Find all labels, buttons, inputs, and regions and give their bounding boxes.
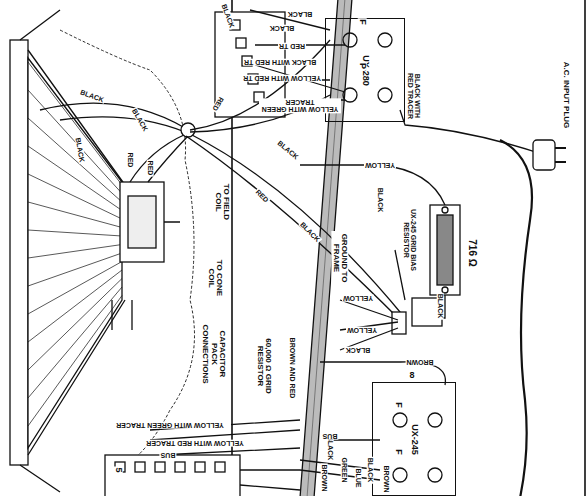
terminal-lug: [195, 462, 205, 472]
wire-label: BROWN AND RED: [288, 337, 295, 400]
cone-line: [28, 146, 122, 211]
wire-label: BROWN: [405, 358, 434, 365]
cone-line: [28, 202, 122, 228]
cone-line: [28, 287, 122, 398]
cone-line: [28, 230, 122, 236]
terminal-lug: [175, 462, 185, 472]
pin-label: F: [393, 448, 402, 456]
wire-label: BLACK: [269, 24, 296, 31]
wire-label: BLACK WITH RED TRACER: [407, 72, 422, 120]
wire-label: GROUND TO FRAME: [332, 231, 349, 285]
wire-label: BUS: [160, 451, 177, 458]
wire-label: RED: [146, 160, 153, 177]
tube-type: UX-245: [409, 423, 418, 456]
wire-label: CAPACITOR PACK CONNECTIONS: [200, 321, 225, 387]
wire-label: YELLOW WITH GREEN TRACER: [109, 421, 231, 428]
wire-label: 716 Ω: [467, 238, 478, 267]
wire-label: BROWN: [320, 463, 327, 492]
wire-label: BLACK: [436, 293, 443, 320]
cone-line: [28, 279, 122, 371]
wire-label: BLACK: [298, 220, 322, 244]
pin-label: 8: [408, 371, 415, 380]
pin-label: F: [393, 401, 402, 409]
wire-label: YELLOW WITH GREEN TRACER: [259, 99, 341, 114]
pin-label: P: [357, 62, 366, 70]
wire-label: UX-245 GRID BIAS RESISTOR: [403, 208, 418, 272]
wire-label: YELLOW: [364, 161, 396, 168]
pin-label: F: [357, 18, 366, 26]
wire-label: RED: [126, 152, 133, 169]
wire-label: BLACK: [366, 457, 373, 484]
terminal-lug: [155, 462, 165, 472]
cone-line: [28, 174, 122, 219]
cone-line: [28, 118, 122, 202]
wire-label: BLACK: [345, 346, 372, 353]
cone-line: [28, 245, 122, 259]
wire-label: YELLOW WITH RED TRACER: [139, 439, 251, 446]
wire-label: BUS: [322, 432, 339, 439]
wire-label: YELLOW: [346, 326, 378, 333]
wire-label: BLACK: [275, 139, 300, 162]
cone-line: [28, 296, 122, 427]
terminal-lug: [236, 38, 246, 48]
wire-label: RED: [253, 187, 270, 204]
wire-label: BLACK WITH RED TR: [243, 58, 317, 65]
wire-label: A.C. INPUT PLUG: [562, 61, 570, 130]
wire-label: TO CONE COIL: [207, 253, 224, 303]
wire-label: TO FIELD COIL: [214, 177, 231, 227]
wire-label: YELLOW WITH RED TR: [242, 74, 322, 81]
wire-label: BROWN: [382, 465, 389, 494]
cone-line: [28, 62, 122, 185]
terminal-lug: [135, 462, 145, 472]
wire-label: 60,000 Ω GRID RESISTOR: [256, 333, 273, 399]
pin-label: 5: [113, 466, 122, 473]
wire-label: BLACK: [78, 88, 105, 104]
wire-label: RED TR: [278, 42, 306, 49]
wire-label: GREEN: [340, 457, 347, 484]
wire-label: YELLOW: [342, 294, 374, 301]
terminal-lug: [215, 462, 225, 472]
wire-label: BLACK: [287, 10, 314, 17]
wire-label: BLACK: [376, 187, 383, 214]
cone-line: [28, 270, 122, 342]
wire-label: BLUE: [354, 467, 361, 488]
